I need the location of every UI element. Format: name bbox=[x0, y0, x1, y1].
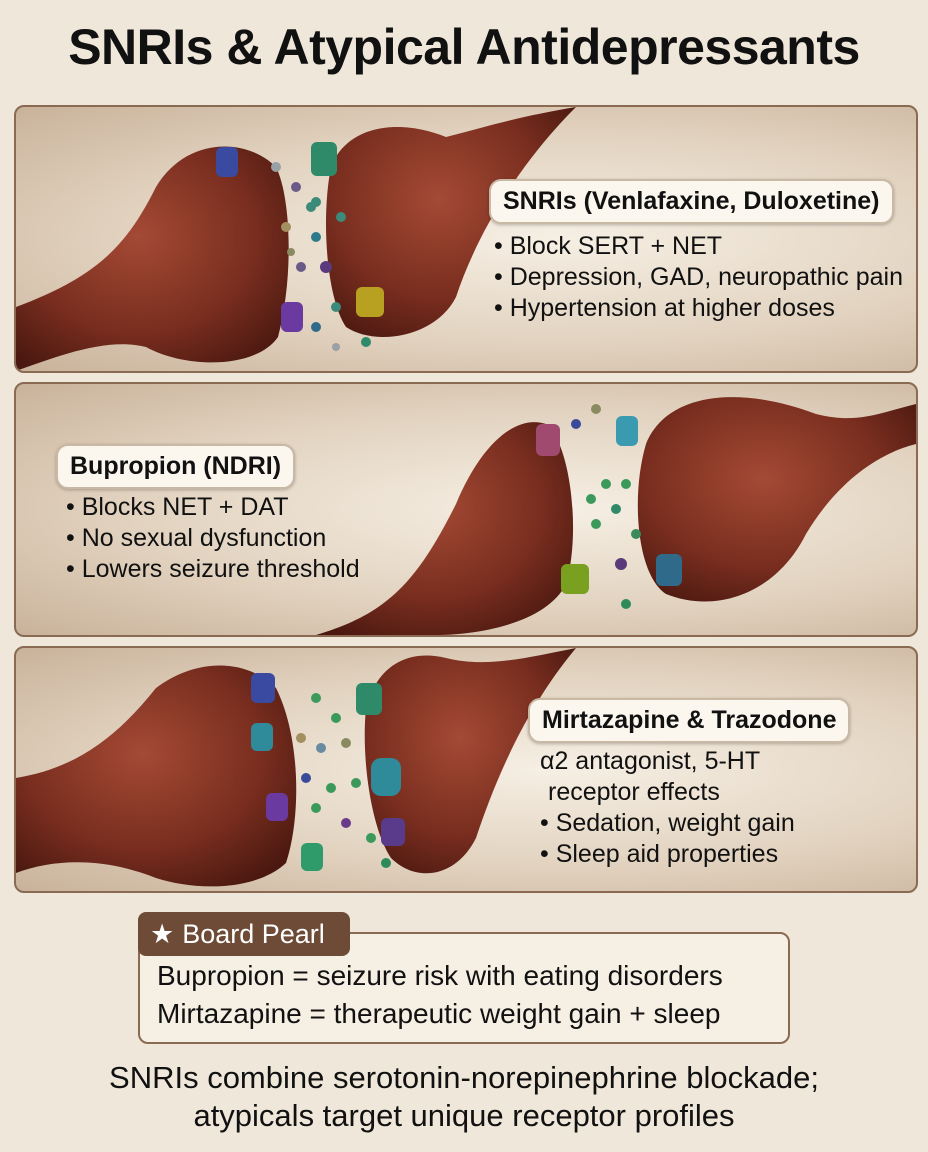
star-icon: ★ bbox=[150, 918, 175, 949]
panel-heading: SNRIs (Venlafaxine, Duloxetine) bbox=[489, 179, 894, 224]
snri-panel: SNRIs (Venlafaxine, Duloxetine) Block SE… bbox=[14, 105, 918, 373]
list-item: Depression, GAD, neuropathic pain bbox=[494, 262, 903, 293]
neurotransmitter-particles bbox=[296, 693, 391, 868]
panel-heading: Bupropion (NDRI) bbox=[56, 444, 296, 489]
list-item: Lowers seizure threshold bbox=[66, 554, 360, 585]
footer-caption: atypicals target unique receptor profile… bbox=[193, 1098, 735, 1133]
mechanism-text: receptor effects bbox=[548, 778, 720, 806]
list-item: Sedation, weight gain bbox=[540, 808, 795, 839]
pearl-line: Mirtazapine = therapeutic weight gain + … bbox=[157, 998, 721, 1029]
mechanism-text: α2 antagonist, 5-HT bbox=[540, 747, 761, 775]
page-title: SNRIs & Atypical Antidepressants bbox=[68, 19, 860, 75]
pearl-line: Bupropion = seizure risk with eating dis… bbox=[157, 960, 723, 991]
list-item: No sexual dysfunction bbox=[66, 523, 360, 554]
synapse-illustration bbox=[316, 397, 916, 635]
bullet-list: Block SERT + NET Depression, GAD, neurop… bbox=[494, 231, 903, 324]
bullet-list: Sedation, weight gain Sleep aid properti… bbox=[540, 808, 795, 870]
board-pearl-label: Board Pearl bbox=[182, 918, 325, 949]
panel-heading: Mirtazapine & Trazodone bbox=[528, 698, 851, 743]
transporter-proteins bbox=[216, 142, 384, 332]
receptor-proteins bbox=[251, 673, 405, 871]
mirtazapine-trazodone-panel: Mirtazapine & Trazodone α2 antagonist, 5… bbox=[14, 646, 918, 893]
list-item: Sleep aid properties bbox=[540, 839, 795, 870]
synapse-illustration bbox=[16, 648, 576, 887]
list-item: Block SERT + NET bbox=[494, 231, 903, 262]
bullet-list: Blocks NET + DAT No sexual dysfunction L… bbox=[66, 492, 360, 585]
footer-caption: SNRIs combine serotonin-norepinephrine b… bbox=[109, 1060, 819, 1095]
list-item: Blocks NET + DAT bbox=[66, 492, 360, 523]
neurotransmitter-particles bbox=[571, 404, 641, 609]
bupropion-panel: Bupropion (NDRI) Blocks NET + DAT No sex… bbox=[14, 382, 918, 637]
synapse-illustration bbox=[16, 107, 576, 371]
neurotransmitter-particles bbox=[271, 162, 371, 351]
list-item: Hypertension at higher doses bbox=[494, 293, 903, 324]
transporter-proteins bbox=[536, 416, 682, 594]
board-pearl-tag: ★ Board Pearl bbox=[138, 912, 350, 956]
